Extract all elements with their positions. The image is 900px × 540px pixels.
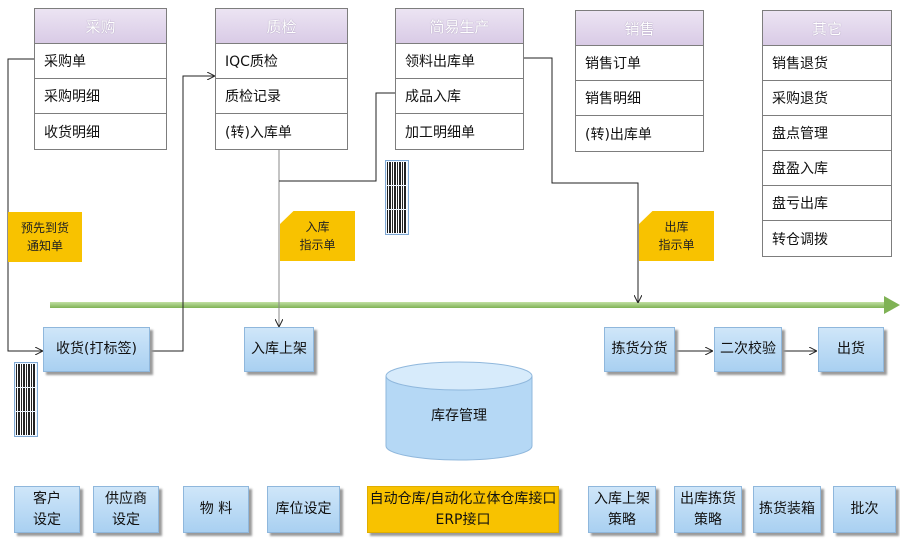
menu-item-sales-detail[interactable]: 销售明细: [576, 81, 703, 116]
picking-box[interactable]: 拣货分货: [604, 327, 675, 372]
menu-other: 其它 销售退货 采购退货 盘点管理 盘盈入库 盘亏出库 转仓调拨: [762, 10, 892, 257]
menu-item-material-issue[interactable]: 领料出库单: [396, 44, 523, 79]
inventory-management-label[interactable]: 库存管理: [431, 408, 487, 424]
picking-strategy-box[interactable]: 出库拣货 策略: [674, 486, 742, 533]
menu-item-sales-order[interactable]: 销售订单: [576, 46, 703, 81]
timeline-arrow: [50, 296, 900, 314]
menu-sales: 销售 销售订单 销售明细 (转)出库单: [575, 10, 704, 152]
note-advance-line1: 预先到货: [20, 221, 69, 235]
menu-quality-title: 质检: [216, 9, 347, 44]
batch-box[interactable]: 批次: [833, 486, 896, 533]
barcode-icon: [385, 160, 409, 235]
menu-sales-title: 销售: [576, 11, 703, 46]
putaway-box[interactable]: 入库上架: [244, 327, 314, 372]
location-settings-box[interactable]: 库位设定: [267, 486, 340, 533]
inventory-cylinder: [385, 361, 533, 461]
menu-item-inspection-record[interactable]: 质检记录: [216, 79, 347, 114]
menu-item-inventory-loss[interactable]: 盘亏出库: [763, 186, 891, 221]
picking-strategy-line1: 出库拣货: [680, 490, 736, 507]
supplier-settings-box[interactable]: 供应商 设定: [93, 486, 159, 533]
menu-item-purchase-detail[interactable]: 采购明细: [35, 79, 166, 114]
picking-strategy-line2: 策略: [694, 511, 722, 528]
barcode-icon: [14, 362, 38, 437]
note-outbound-line2: 指示单: [658, 238, 695, 252]
note-outbound-line1: 出库: [664, 220, 689, 234]
receive-label-box[interactable]: 收货(打标签): [43, 327, 150, 372]
customer-settings-box[interactable]: 客户 设定: [14, 486, 80, 533]
customer-settings-line1: 客户: [33, 490, 61, 507]
menu-item-finished-goods-in[interactable]: 成品入库: [396, 79, 523, 114]
menu-item-sales-return[interactable]: 销售退货: [763, 46, 891, 81]
menu-item-inventory-gain[interactable]: 盘盈入库: [763, 151, 891, 186]
putaway-strategy-line1: 入库上架: [594, 490, 650, 507]
interface-line2: ERP接口: [435, 511, 491, 528]
menu-item-processing-detail[interactable]: 加工明细单: [405, 124, 475, 141]
interface-line1: 自动仓库/自动化立体仓库接口: [369, 490, 557, 507]
menu-item-receipt-detail[interactable]: 收货明细: [44, 124, 100, 141]
note-inbound-line2: 指示单: [299, 238, 336, 252]
interface-box[interactable]: 自动仓库/自动化立体仓库接口 ERP接口: [367, 486, 559, 533]
putaway-strategy-box[interactable]: 入库上架 策略: [588, 486, 656, 533]
material-box[interactable]: 物 料: [183, 486, 249, 533]
customer-settings-line2: 设定: [33, 511, 61, 528]
packing-box[interactable]: 拣货装箱: [753, 486, 821, 533]
note-inbound-line1: 入库: [305, 220, 330, 234]
menu-purchase: 采购 采购单 采购明细 收货明细: [34, 8, 167, 150]
menu-other-title: 其它: [763, 11, 891, 46]
menu-item-purchase-return[interactable]: 采购退货: [763, 81, 891, 116]
supplier-settings-line2: 设定: [112, 511, 140, 528]
menu-item-stocktake[interactable]: 盘点管理: [763, 116, 891, 151]
menu-production: 简易生产 领料出库单 成品入库 加工明细单: [395, 8, 524, 150]
menu-item-purchase-order[interactable]: 采购单: [35, 44, 166, 79]
menu-item-iqc[interactable]: IQC质检: [216, 44, 347, 79]
menu-production-title: 简易生产: [396, 9, 523, 44]
note-outbound-instruction: 出库 指示单: [639, 211, 714, 261]
note-advance-line2: 通知单: [26, 239, 63, 253]
menu-item-to-inbound-order[interactable]: (转)入库单: [225, 124, 292, 141]
menu-purchase-title: 采购: [35, 9, 166, 44]
secondary-verify-box[interactable]: 二次校验: [714, 327, 782, 372]
menu-item-to-outbound-order[interactable]: (转)出库单: [585, 126, 652, 143]
supplier-settings-line1: 供应商: [105, 490, 147, 507]
note-inbound-instruction: 入库 指示单: [280, 211, 355, 261]
note-advance-arrival: 预先到货 通知单: [8, 212, 82, 262]
putaway-strategy-line2: 策略: [608, 511, 636, 528]
shipping-box[interactable]: 出货: [818, 327, 884, 372]
menu-quality: 质检 IQC质检 质检记录 (转)入库单: [215, 8, 348, 150]
menu-item-warehouse-transfer[interactable]: 转仓调拨: [772, 231, 828, 248]
